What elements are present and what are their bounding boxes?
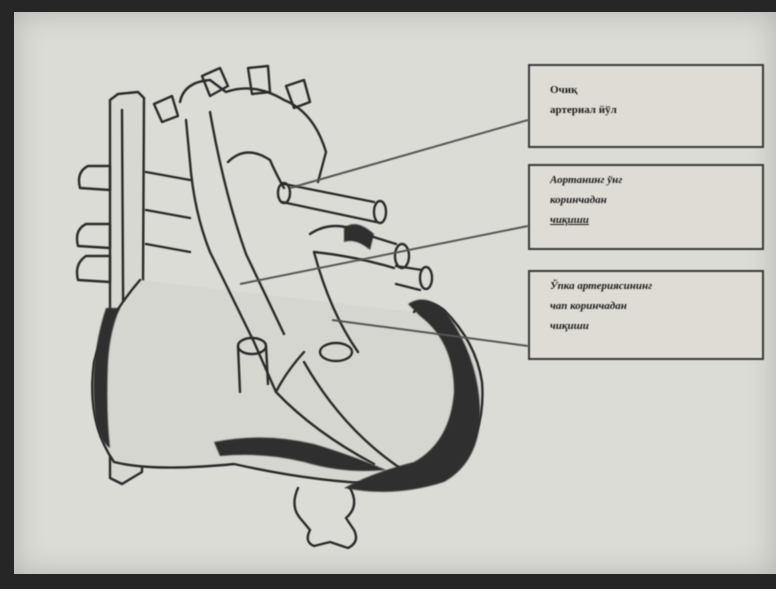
label-open-arterial-duct: Очиқ артериал йўл (528, 64, 764, 148)
label-2-line-3: чиқиши (550, 210, 752, 230)
label-aorta-right-ventricle: Аортанинг ўнг коринчадан чиқиши (528, 164, 764, 250)
label-2-line-2: коринчадан (550, 190, 752, 210)
aorta-inner (228, 152, 284, 188)
label-1-line-1: Очиқ (550, 80, 752, 100)
ductus-arteriosus (282, 184, 376, 222)
label-3-line-3: чиқиши (550, 316, 752, 336)
septal-band (344, 224, 374, 250)
label-2-line-1: Аортанинг ўнг (550, 170, 752, 190)
pulmonary-vein-3 (77, 256, 110, 282)
label-3-line-1: Ўпка артериясининг (550, 276, 752, 296)
pulmonary-vein-1 (79, 166, 110, 190)
aorta-arch (180, 80, 326, 182)
label-1-line-2: артериал йўл (550, 100, 752, 120)
leader-line-2 (240, 226, 528, 284)
inferior-vena-cava (294, 488, 356, 548)
label-pulmonary-left-ventricle: Ўпка артериясининг чап коринчадан чиқиши (528, 270, 764, 360)
label-3-line-2: чап коринчадан (550, 296, 752, 316)
aorta-left-branch (154, 96, 178, 122)
diagram-canvas: Очиқ артериал йўл Аортанинг ўнг коринчад… (14, 12, 776, 574)
pulmonary-vein-2 (77, 224, 110, 248)
